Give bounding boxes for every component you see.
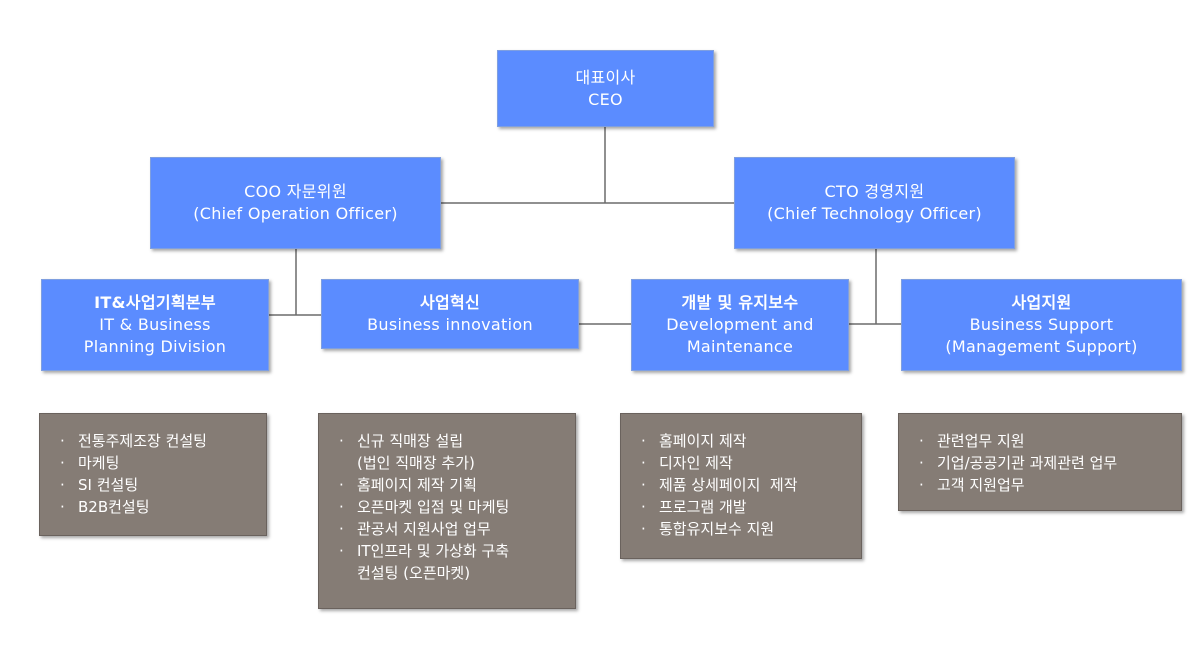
- duty-box-business-innovation: · 신규 직매장 설립 (법인 직매장 추가) · 홈페이지 제작 기획 · 오픈마켓…: [318, 413, 576, 609]
- bullet-icon: ·: [339, 520, 344, 538]
- duty-text: 기업/공공기관 과제관련 업무: [937, 454, 1118, 472]
- duty-text: 마케팅: [78, 454, 120, 472]
- division-business-innovation: 사업혁신 Business innovation: [321, 279, 579, 349]
- duty-text: 프로그램 개발: [659, 498, 747, 516]
- list-item: · 마케팅: [60, 452, 258, 474]
- division-title-en: Development and: [666, 315, 814, 334]
- coo-title-en: (Chief Operation Officer): [193, 204, 398, 223]
- bullet-icon: ·: [641, 432, 646, 450]
- list-item: · 관공서 지원사업 업무: [339, 518, 567, 540]
- division-title-ko: 사업지원: [1011, 293, 1072, 312]
- division-title-en: (Management Support): [945, 337, 1138, 356]
- bullet-icon: ·: [641, 498, 646, 516]
- bullet-icon: ·: [919, 476, 924, 494]
- bullet-icon: ·: [641, 520, 646, 538]
- duty-text: SI 컨설팅: [78, 476, 139, 494]
- division-title-en: Business Support: [969, 315, 1114, 334]
- duty-text: B2B컨설팅: [78, 498, 150, 516]
- duty-text: 고객 지원업무: [937, 476, 1025, 494]
- division-title-ko: IT&사업기획본부: [94, 293, 216, 312]
- duty-text: 제품 상세페이지 제작: [659, 476, 798, 494]
- bullet-icon: ·: [339, 432, 344, 450]
- division-development: 개발 및 유지보수 Development and Maintenance: [631, 279, 849, 371]
- bullet-icon: ·: [919, 432, 924, 450]
- list-item: · 홈페이지 제작: [641, 430, 853, 452]
- list-item: · 통합유지보수 지원: [641, 518, 853, 540]
- list-item: · 전통주제조장 컨설팅: [60, 430, 258, 452]
- duty-text: 신규 직매장 설립: [357, 432, 464, 450]
- duty-text: 오픈마켓 입점 및 마케팅: [357, 498, 510, 516]
- duty-text: 통합유지보수 지원: [659, 520, 775, 538]
- coo-title-ko: COO 자문위원: [244, 182, 347, 201]
- duty-text: 관공서 지원사업 업무: [357, 520, 491, 538]
- duty-list: · 홈페이지 제작 · 디자인 제작 · 제품 상세페이지 제작 · 프로그램 개발 ·…: [641, 430, 853, 540]
- duty-box-business-support: · 관련업무 지원 · 기업/공공기관 과제관련 업무 · 고객 지원업무: [898, 413, 1182, 511]
- division-title-en: IT & Business: [99, 315, 211, 334]
- bullet-icon: ·: [339, 542, 344, 560]
- ceo-title-en: CEO: [588, 89, 623, 109]
- bullet-icon: ·: [60, 454, 65, 472]
- duty-list: · 신규 직매장 설립 (법인 직매장 추가) · 홈페이지 제작 기획 · 오픈마켓…: [339, 430, 567, 584]
- list-item: · 고객 지원업무: [919, 474, 1173, 496]
- list-item-continuation: 컨설팅 (오픈마켓): [339, 562, 567, 584]
- division-title-en: Business innovation: [367, 315, 533, 334]
- list-item: · 제품 상세페이지 제작: [641, 474, 853, 496]
- duty-text: 홈페이지 제작: [659, 432, 747, 450]
- bullet-icon: ·: [641, 454, 646, 472]
- duty-text: 홈페이지 제작 기획: [357, 476, 477, 494]
- list-item: · 프로그램 개발: [641, 496, 853, 518]
- duty-box-it-planning: · 전통주제조장 컨설팅 · 마케팅 · SI 컨설팅 · B2B컨설팅: [39, 413, 267, 536]
- duty-box-development: · 홈페이지 제작 · 디자인 제작 · 제품 상세페이지 제작 · 프로그램 개발 ·…: [620, 413, 862, 559]
- division-title-en: Maintenance: [686, 337, 794, 356]
- ceo-title-ko: 대표이사: [575, 67, 636, 87]
- list-item: · SI 컨설팅: [60, 474, 258, 496]
- duty-text: IT인프라 및 가상화 구축: [357, 542, 510, 560]
- duty-text: 관련업무 지원: [937, 432, 1025, 450]
- duty-text: (법인 직매장 추가): [357, 454, 475, 472]
- bullet-icon: ·: [60, 432, 65, 450]
- cto-box: CTO 경영지원 (Chief Technology Officer): [734, 157, 1015, 249]
- duty-list: · 전통주제조장 컨설팅 · 마케팅 · SI 컨설팅 · B2B컨설팅: [60, 430, 258, 518]
- bullet-icon: ·: [919, 454, 924, 472]
- duty-text: 컨설팅 (오픈마켓): [357, 564, 471, 582]
- ceo-box: 대표이사 CEO: [497, 50, 714, 127]
- division-title-en: Planning Division: [83, 337, 227, 356]
- cto-title-ko: CTO 경영지원: [824, 182, 925, 201]
- list-item: · 신규 직매장 설립: [339, 430, 567, 452]
- bullet-icon: ·: [60, 476, 65, 494]
- division-business-support: 사업지원 Business Support (Management Suppor…: [901, 279, 1182, 371]
- list-item: · 오픈마켓 입점 및 마케팅: [339, 496, 567, 518]
- bullet-icon: ·: [60, 498, 65, 516]
- list-item: · IT인프라 및 가상화 구축: [339, 540, 567, 562]
- bullet-icon: ·: [339, 476, 344, 494]
- coo-box: COO 자문위원 (Chief Operation Officer): [150, 157, 441, 249]
- bullet-icon: ·: [339, 498, 344, 516]
- list-item-continuation: (법인 직매장 추가): [339, 452, 567, 474]
- division-title-ko: 사업혁신: [419, 293, 481, 312]
- duty-text: 디자인 제작: [659, 454, 733, 472]
- list-item: · 관련업무 지원: [919, 430, 1173, 452]
- list-item: · 홈페이지 제작 기획: [339, 474, 567, 496]
- list-item: · B2B컨설팅: [60, 496, 258, 518]
- bullet-icon: ·: [641, 476, 646, 494]
- duty-list: · 관련업무 지원 · 기업/공공기관 과제관련 업무 · 고객 지원업무: [919, 430, 1173, 496]
- division-title-ko: 개발 및 유지보수: [681, 293, 799, 312]
- list-item: · 디자인 제작: [641, 452, 853, 474]
- cto-title-en: (Chief Technology Officer): [767, 204, 982, 223]
- duty-text: 전통주제조장 컨설팅: [78, 432, 207, 450]
- division-it-planning: IT&사업기획본부 IT & Business Planning Divisio…: [41, 279, 269, 371]
- list-item: · 기업/공공기관 과제관련 업무: [919, 452, 1173, 474]
